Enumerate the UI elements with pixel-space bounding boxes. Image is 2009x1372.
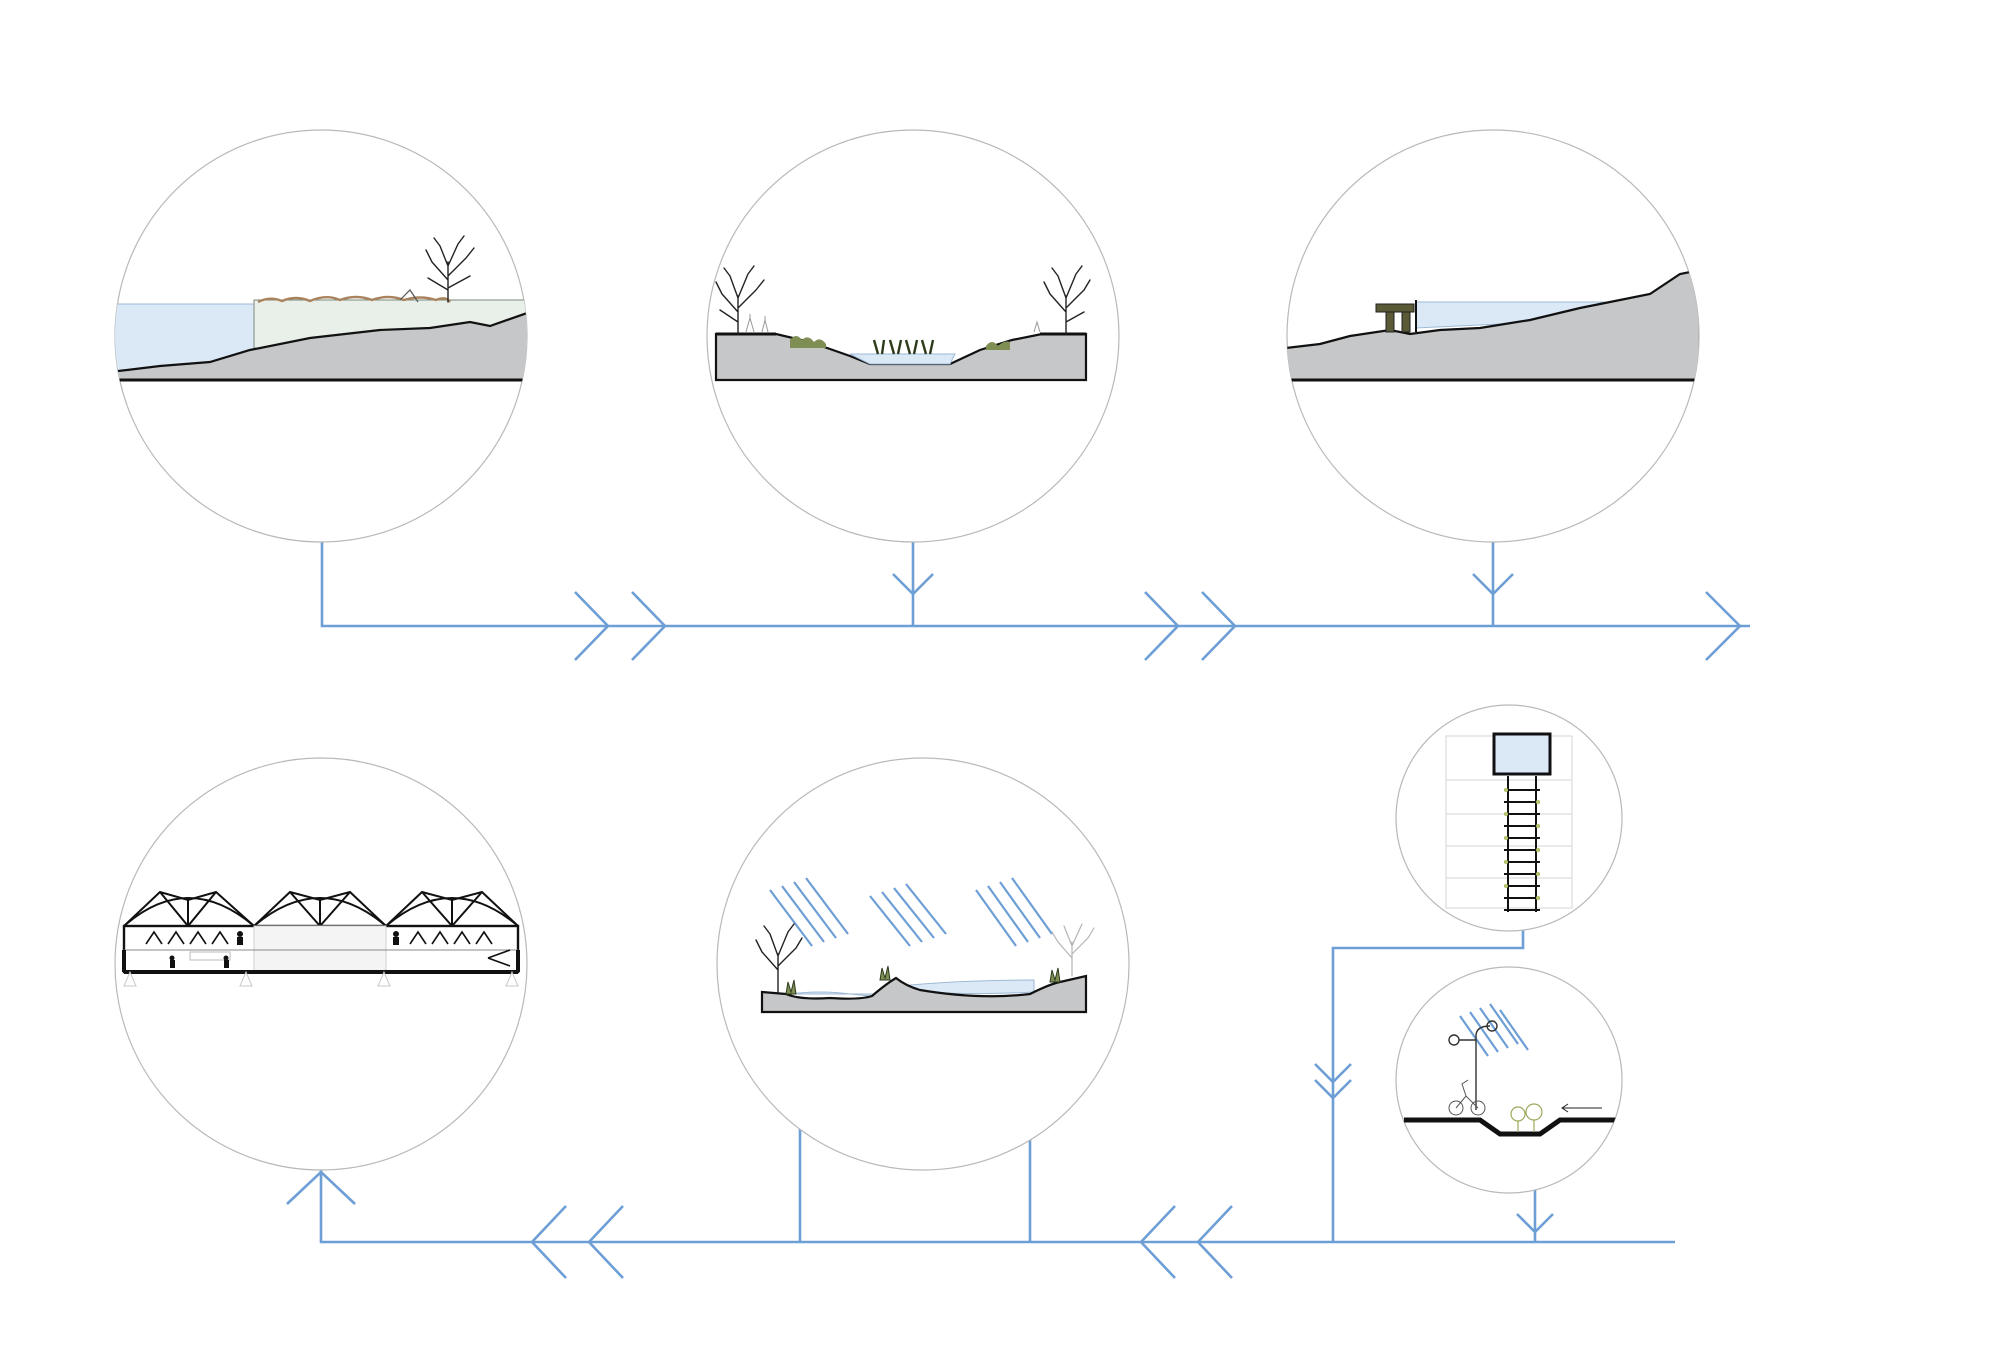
vertical-tower-vignette: [1395, 704, 1623, 932]
double-chevron-left-arrow-icon: [530, 1205, 624, 1279]
rain-lines-icon: [769, 877, 1053, 947]
double-chevron-arrow-icon: [1144, 591, 1237, 661]
coastal-slope-vignette: [114, 129, 528, 543]
tree-icon: [1051, 923, 1095, 977]
down-chevron-arrow-icon: [1516, 1213, 1554, 1234]
down-chevron-arrow-icon: [892, 573, 934, 596]
bioswale-channel-vignette: [706, 129, 1120, 543]
shrub-icon: [1510, 1103, 1543, 1132]
hillside-section: [1287, 268, 1699, 382]
tree-icon: [425, 235, 475, 303]
double-chevron-down-arrow-icon: [1314, 1063, 1352, 1100]
street-lamp-icon: [1448, 1020, 1498, 1110]
rain-wetland-vignette: [716, 757, 1130, 1171]
person-icon: [745, 314, 1041, 333]
market-hall-vignette: [114, 757, 528, 1171]
wetland-section: [760, 974, 1088, 1014]
terrain-section: [115, 310, 527, 382]
hillside-pavilion-vignette: [1286, 129, 1700, 543]
tree-icon: [755, 923, 803, 993]
flow-line-bottom-main: [319, 1160, 1675, 1244]
double-chevron-left-arrow-icon: [1139, 1205, 1233, 1279]
market-stall-icon: [145, 930, 493, 945]
reed-plants-icon: [872, 339, 935, 355]
tree-icon: [1043, 265, 1091, 335]
down-chevron-arrow-icon: [1472, 573, 1514, 596]
end-chevron-arrow-icon: [1705, 591, 1742, 661]
up-chevron-arrow-icon: [286, 1170, 356, 1205]
bottom-flow-network: [286, 910, 1675, 1279]
rain-lines-icon: [1459, 1003, 1529, 1057]
pavilion-structure-icon: [1375, 300, 1417, 333]
person-icon: [169, 931, 399, 968]
double-chevron-arrow-icon: [574, 591, 667, 661]
roof-truss-icon: [123, 890, 519, 928]
left-arrow-icon: [1561, 1103, 1602, 1113]
tower-floors-icon: [1504, 776, 1540, 912]
cyclist-icon: [1448, 1079, 1486, 1116]
tree-icon: [715, 265, 765, 335]
street-rain-garden-vignette: [1395, 966, 1623, 1194]
